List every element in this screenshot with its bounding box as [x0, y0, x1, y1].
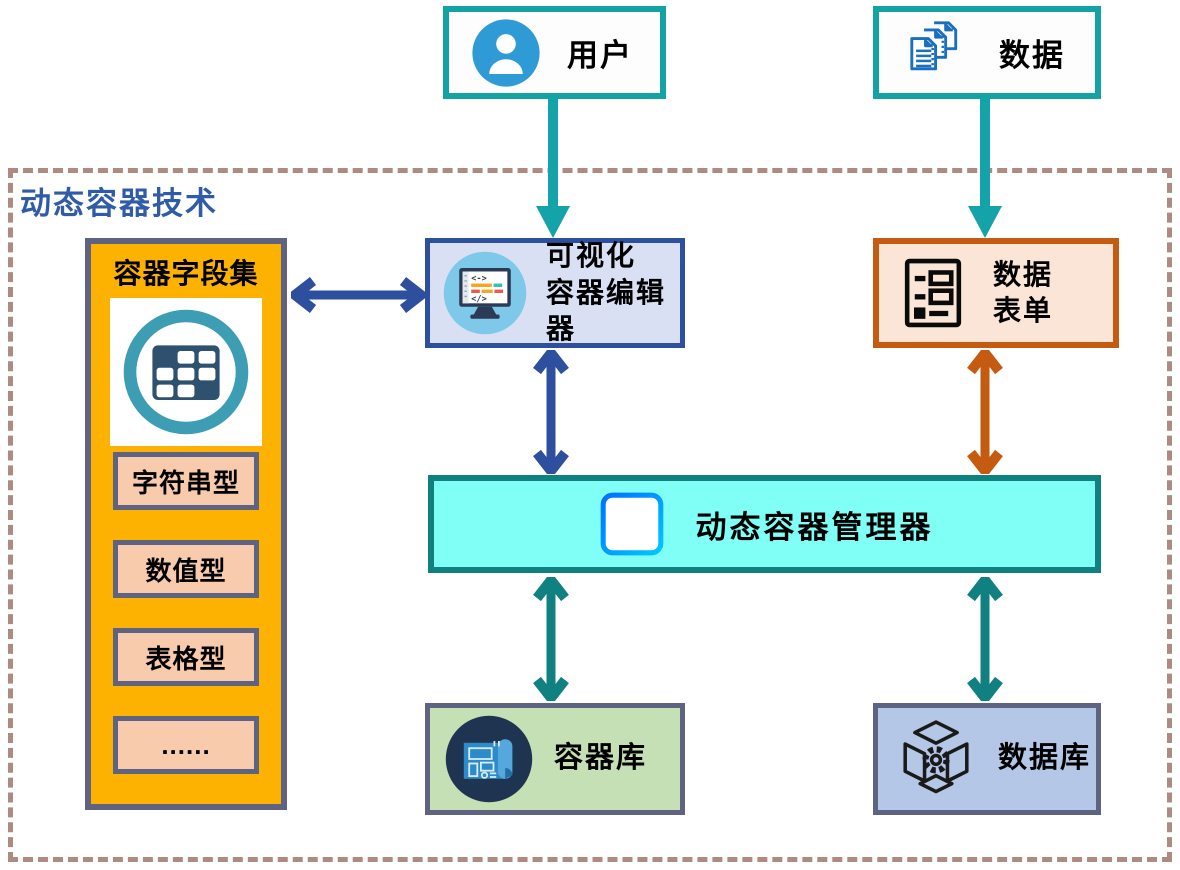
person-icon	[471, 18, 541, 88]
container-manager-node: 动态容器管理器	[428, 475, 1101, 573]
visual-editor-label-line1: 可视化	[546, 240, 637, 272]
visual-editor-label-line2: 容器编辑器	[546, 276, 667, 345]
svg-text:</>: </>	[471, 295, 487, 305]
data-node: 数据	[873, 6, 1101, 99]
arrow-manager-database	[967, 577, 1003, 701]
arrow-user-to-editor	[536, 98, 570, 238]
svg-text:<->: <->	[471, 274, 487, 284]
system-title: 动态容器技术	[20, 186, 218, 221]
field-type-table: 表格型	[113, 628, 259, 686]
sliders-icon	[596, 488, 668, 560]
data-form-label-line1: 数据	[993, 258, 1054, 290]
code-monitor-icon: <-> </>	[442, 250, 528, 336]
field-set-panel: 容器字段集 字符串型 数值型 表格型 ......	[85, 238, 287, 810]
data-form-label-line2: 表单	[993, 295, 1054, 326]
field-type-string: 字符串型	[113, 452, 259, 510]
user-label: 用户	[567, 38, 633, 73]
arrow-manager-library	[533, 577, 569, 701]
documents-icon	[901, 17, 973, 89]
cube-gear-icon	[892, 715, 980, 803]
database-label: 数据库	[998, 742, 1092, 775]
user-node: 用户	[443, 6, 666, 99]
table-icon	[110, 298, 262, 446]
arrow-form-manager	[967, 350, 1003, 474]
data-form-label: 数据 表单	[993, 257, 1053, 330]
visual-editor-node: <-> </> 可视化 容器编辑器	[425, 238, 685, 348]
container-manager-label: 动态容器管理器	[695, 509, 934, 545]
arrow-data-to-form	[968, 98, 1002, 238]
database-node: 数据库	[873, 703, 1101, 815]
arrow-fieldset-editor	[291, 277, 425, 313]
blueprint-icon	[444, 714, 534, 804]
field-type-numeric: 数值型	[113, 540, 259, 598]
visual-editor-label: 可视化 容器编辑器	[546, 238, 680, 347]
container-library-label: 容器库	[554, 742, 648, 775]
field-set-title: 容器字段集	[113, 258, 259, 289]
data-form-node: 数据 表单	[873, 238, 1119, 348]
data-label: 数据	[999, 38, 1065, 73]
form-icon	[895, 255, 971, 331]
field-type-more: ......	[113, 716, 259, 774]
system-boundary	[8, 168, 1172, 862]
container-library-node: 容器库	[425, 703, 685, 815]
arrow-editor-manager	[533, 350, 569, 474]
